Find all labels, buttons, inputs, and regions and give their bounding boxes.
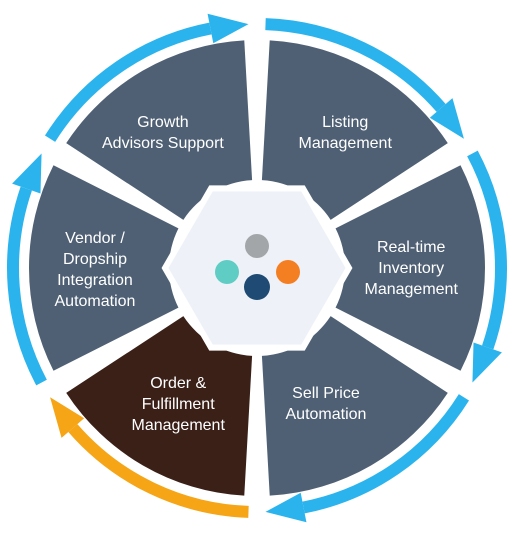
- center-hub: [161, 185, 353, 351]
- cycle-arrow-icon: [207, 13, 249, 44]
- segment-listing: [261, 40, 448, 220]
- segment-label-listing: Listing Management: [298, 114, 392, 152]
- cycle-arrow-inventory: [467, 150, 507, 350]
- segment-order: [66, 316, 253, 496]
- cycle-arrow-growth: [44, 22, 212, 142]
- cycle-arrow-sell-price: [302, 394, 470, 514]
- cycle-arrow-listing: [265, 18, 446, 112]
- cycle-arrow-vendor: [7, 186, 47, 386]
- segment-label-vendor: Vendor / Dropship Integration Automation: [54, 230, 136, 310]
- cycle-arrows: [7, 13, 507, 523]
- segment-label-sell-price: Sell Price Automation: [285, 385, 367, 423]
- cycle-arrow-icon: [265, 492, 307, 523]
- cycle-arrow-icon: [50, 397, 85, 438]
- cycle-segments: [28, 40, 485, 496]
- cycle-arrow-icon: [12, 153, 42, 194]
- segment-vendor: [28, 165, 179, 371]
- segment-growth: [66, 40, 253, 220]
- logo-dot-navy: [244, 274, 270, 300]
- segment-label-growth: Growth Advisors Support: [102, 114, 224, 152]
- cycle-arrow-order: [68, 424, 249, 518]
- logo-dot-orange: [276, 260, 300, 284]
- cycle-arrow-icon: [472, 342, 502, 383]
- logo-dot-gray: [245, 234, 269, 258]
- segment-label-inventory: Real-time Inventory Management: [364, 239, 458, 298]
- segment-inventory: [335, 165, 485, 371]
- segment-sell-price: [261, 316, 448, 496]
- segment-label-order: Order & Fulfillment Management: [131, 375, 225, 434]
- logo-dot-teal: [215, 260, 239, 284]
- logo-dots-icon: [215, 234, 300, 300]
- center-hexagon: [161, 185, 353, 351]
- cycle-arrow-icon: [429, 98, 464, 139]
